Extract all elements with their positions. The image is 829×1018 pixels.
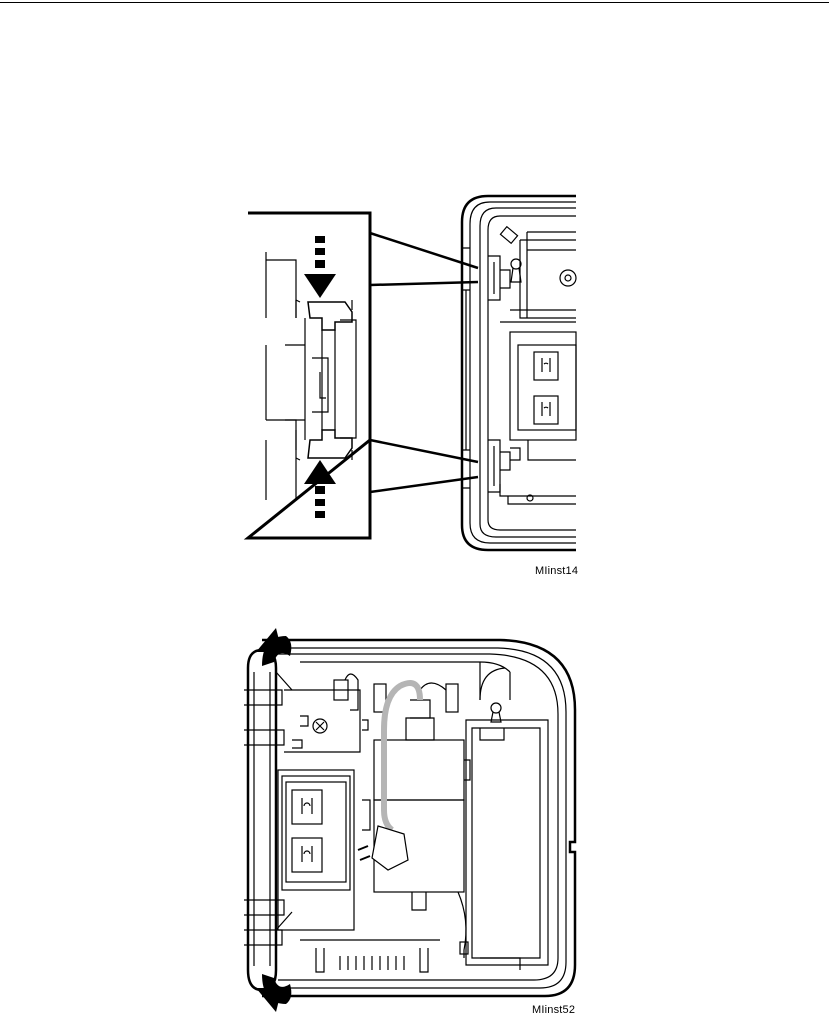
hinged-cover — [244, 650, 292, 990]
outlet-icon — [292, 790, 322, 824]
vent-slots — [300, 940, 440, 972]
outlet-icon — [292, 838, 322, 872]
rotate-arrow-icon — [256, 628, 291, 666]
plug-icon — [358, 826, 408, 870]
figure-2-caption: MIinst52 — [532, 1004, 575, 1016]
power-cord — [384, 683, 420, 830]
keyhole-mount-icon — [491, 703, 501, 713]
